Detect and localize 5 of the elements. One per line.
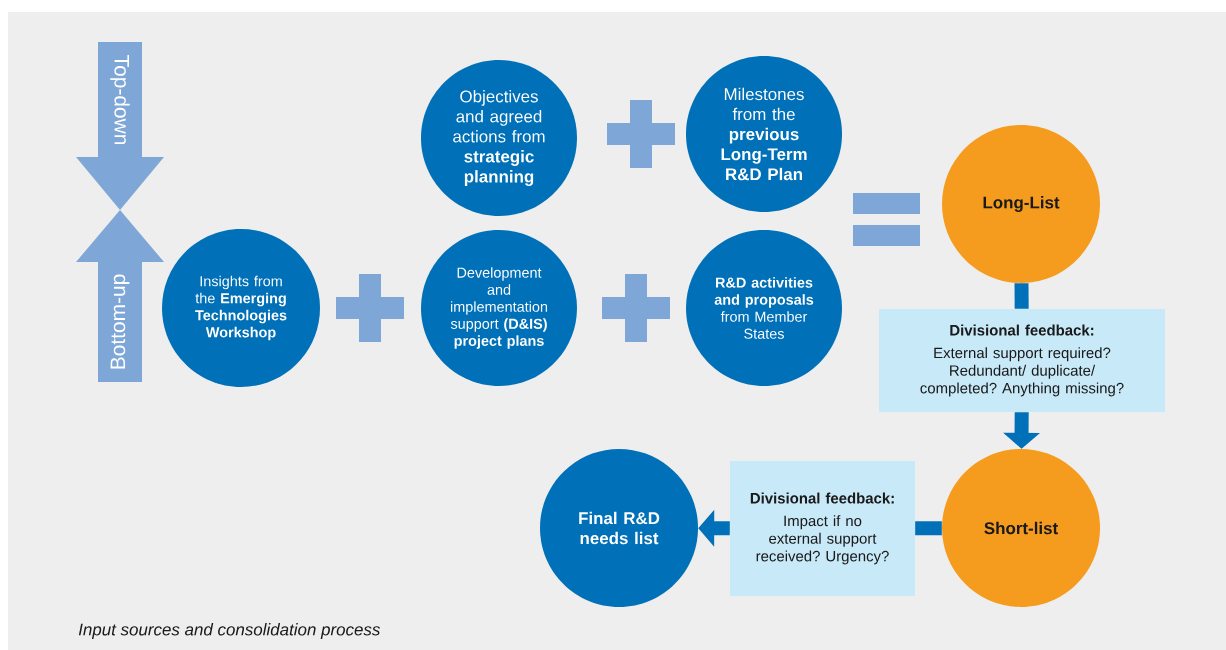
pointed-banner: Top-down — [76, 42, 164, 210]
feedback-box: Divisional feedback: Impact if no external support received? Urgency? — [730, 461, 915, 596]
pointed-banner: Bottom-up — [76, 210, 164, 382]
feedback-box: Divisional feedback: External support required? Redundant/ duplicate/ completed? Anything missing? — [879, 309, 1165, 412]
caption: Input sources and consolidation process — [78, 623, 381, 639]
